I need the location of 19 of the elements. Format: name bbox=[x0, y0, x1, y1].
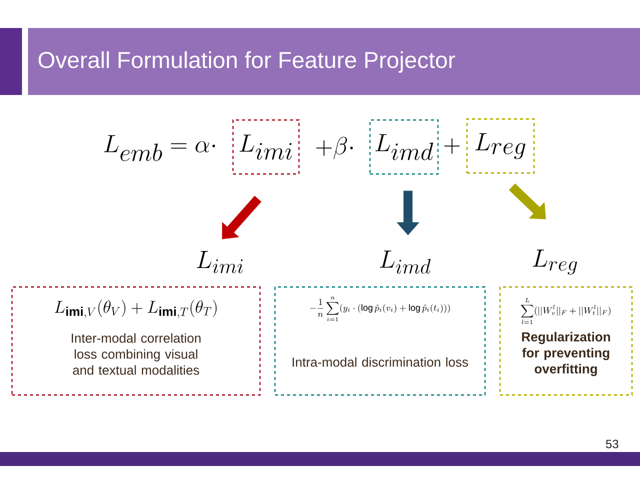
dashed-term-box: $L_{reg}$ bbox=[466, 118, 535, 174]
equation-part: $+\beta\cdot$ bbox=[316, 136, 353, 160]
page-number: 53 bbox=[606, 440, 618, 448]
description: Intra-modal discrimination loss bbox=[292, 357, 468, 367]
equation-part: $+$ bbox=[444, 138, 460, 154]
equation-part: $L_{emb}=\alpha\cdot$ bbox=[104, 135, 216, 162]
description: Regularization for preventing overfitting bbox=[522, 332, 610, 376]
block-arrow bbox=[508, 183, 546, 220]
term-heading: $L_{imi}$ bbox=[196, 251, 243, 274]
term-heading: $L_{reg}$ bbox=[532, 250, 578, 275]
description: Inter-modal correlation loss combining visual and textual modalities bbox=[72, 333, 201, 375]
dashed-term-box: $L_{imi}$ bbox=[232, 119, 300, 175]
dashed-term-box: $L_{imd}$ bbox=[369, 119, 439, 175]
term-heading: $L_{imd}$ bbox=[380, 250, 431, 274]
block-arrow bbox=[222, 196, 262, 240]
slide-title: Overall Formulation for Feature Projector bbox=[38, 51, 456, 73]
loss-formula: $\sum_{l=1}^{L}(||W_v^l||_F+||W_t^l||_F)$ bbox=[521, 298, 610, 324]
loss-formula: $L_{\mathit{\mathbf{imi}},V}(\theta_V)+L_{\mathit{\mathbf{imi}},T}(\theta_T)$ bbox=[54, 300, 217, 318]
loss-formula: $-\frac{1}{n}\sum_{i=1}^{n}(y_i\cdot(\log\hat{p}_i(v_i)+\log\hat{p}_i(t_i)))$ bbox=[310, 296, 450, 322]
